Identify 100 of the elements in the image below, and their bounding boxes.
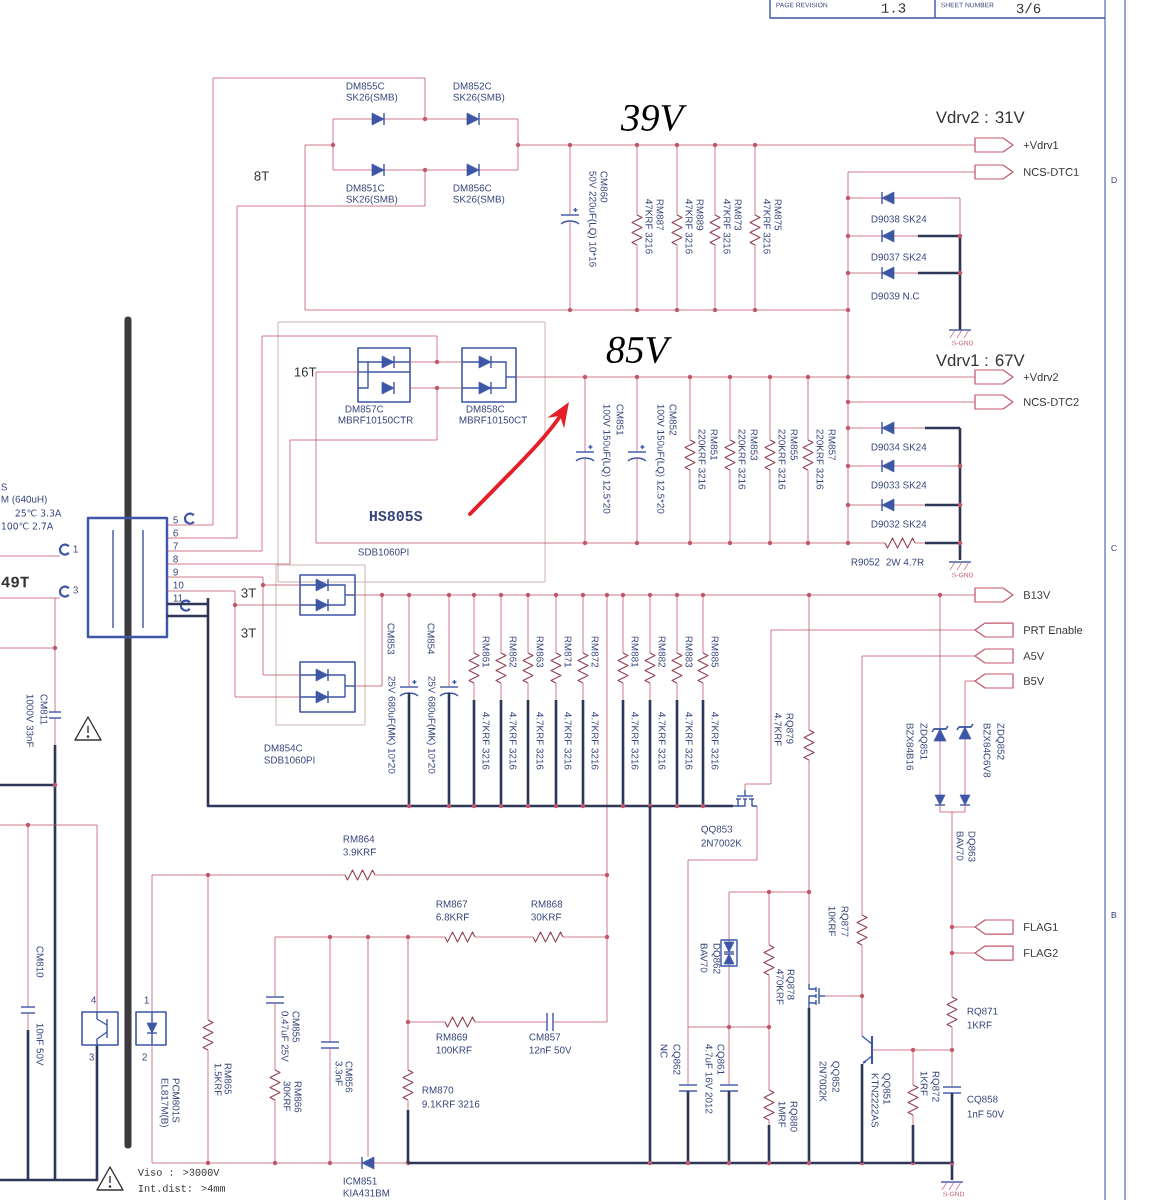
- component-label: RM867: [436, 900, 468, 908]
- component-label: RM853: [750, 429, 758, 461]
- component-label: QQ852: [830, 1061, 840, 1093]
- component-label: CQ861: [715, 1044, 725, 1075]
- component-label: D9039 N.C: [871, 292, 920, 300]
- component-label: RQ877: [839, 906, 849, 937]
- component-label: 30KRF: [283, 1081, 291, 1112]
- component-label: RM851: [710, 429, 718, 461]
- component-label: BZX84B16: [906, 723, 914, 771]
- component-label: D9038 SK24: [871, 215, 927, 223]
- component-label: 4.7KRF 3216: [536, 712, 544, 770]
- component-label: 4.7KRF 3216: [591, 712, 599, 770]
- component-label: 2W 4.7R: [886, 558, 924, 566]
- handwritten-note: 39V: [620, 104, 687, 132]
- pin-number: 8: [173, 555, 178, 563]
- port-flag: FLAG2: [974, 945, 1058, 961]
- pin-number: 10: [173, 581, 184, 589]
- component-label: RQ880: [788, 1101, 798, 1132]
- component-label: RM857: [828, 429, 836, 461]
- component-label: S: [1, 483, 7, 491]
- component-label: 30KRF: [531, 913, 562, 921]
- component-label: RM872: [591, 636, 599, 668]
- component-label: QQ851: [881, 1073, 891, 1105]
- component-label: 12nF 50V: [529, 1046, 572, 1054]
- pin-number: 1: [144, 996, 149, 1004]
- component-label: 1nF 50V: [967, 1110, 1005, 1118]
- component-label: RM881: [631, 636, 639, 668]
- component-label: RM889: [696, 199, 704, 231]
- frame-letter: C: [1111, 544, 1117, 552]
- component-label: DM855C: [346, 82, 385, 90]
- component-label: 220KRF 3216: [816, 429, 824, 490]
- pin-number: 3: [89, 1053, 94, 1061]
- component-label: 100V 150uF(LQ) 12.5*20: [655, 404, 665, 514]
- component-label: 4.7KRF 3216: [509, 712, 517, 770]
- node-label: PRT Enable: [1024, 625, 1083, 635]
- component-label: RM855: [790, 429, 798, 461]
- component-label: 4.7KRF 3216: [564, 712, 572, 770]
- component-label: 50V 220uF(LQ) 10*16: [587, 171, 597, 267]
- port-flag: +Vdrv2: [974, 369, 1059, 385]
- component-label: RM873: [734, 199, 742, 231]
- port-flag: B5V: [974, 673, 1045, 689]
- handwritten-note: 85V: [606, 336, 672, 364]
- component-label: 1KRF: [967, 1021, 992, 1029]
- component-label: 1MRF: [778, 1101, 786, 1128]
- component-label: ZDQ852: [995, 723, 1005, 760]
- component-label: RM863: [536, 636, 544, 668]
- component-label: DM856C: [453, 184, 492, 192]
- component-label: D9037 SK24: [871, 253, 927, 261]
- component-label: NC: [660, 1044, 668, 1058]
- component-label: 9.1KRF 3216: [422, 1100, 480, 1108]
- component-label: RM869: [436, 1033, 468, 1041]
- component-label: 2N7002K: [819, 1061, 827, 1102]
- component-label: RM882: [658, 636, 666, 668]
- component-label: RM866: [294, 1081, 302, 1113]
- pin-number: 11: [173, 594, 183, 602]
- frame-letter: D: [1111, 177, 1117, 183]
- component-label: 47KRF 3216: [685, 199, 693, 254]
- component-label: 6.8KRF: [436, 913, 469, 921]
- component-label: SDB1060PI: [264, 756, 315, 764]
- component-label: RM861: [482, 636, 490, 668]
- port-flag: PRT Enable: [974, 622, 1083, 638]
- component-label: RQ872: [930, 1071, 940, 1102]
- component-label: RQ879: [784, 713, 794, 744]
- component-label: CQ858: [967, 1095, 998, 1105]
- component-label: RM875: [774, 199, 782, 231]
- component-label: 0.47uF 25V: [281, 1011, 289, 1062]
- component-label: DM858C: [466, 405, 505, 413]
- node-label: FLAG1: [1024, 923, 1058, 931]
- component-label: 47KRF 3216: [763, 199, 771, 254]
- voltage-note: Vdrv1 : 67V: [935, 353, 1025, 367]
- component-label: 4.7uF 16V 2012: [705, 1044, 713, 1114]
- component-label: CM811: [40, 694, 48, 725]
- heatsink-label: HS805S: [369, 510, 423, 522]
- component-label: 1KRF: [920, 1071, 928, 1096]
- component-label: 25V 680uF(MK) 10*20: [386, 676, 396, 774]
- component-label: 4.7KRF 3216: [482, 712, 490, 770]
- voltage-note: Vdrv2 : 31V: [935, 110, 1025, 124]
- component-label: CM854: [427, 623, 435, 655]
- component-label: BAV70: [956, 831, 964, 861]
- component-label: CM860: [600, 171, 608, 203]
- component-label: RM885: [711, 636, 719, 668]
- component-label: SK26(SMB): [346, 195, 398, 205]
- component-label: KTN2222AS: [871, 1073, 879, 1128]
- pin-number: 1: [73, 545, 78, 553]
- component-label: RQ871: [967, 1007, 998, 1017]
- node-label: +Vdrv1: [1023, 140, 1059, 150]
- port-flag: A5V: [974, 648, 1045, 664]
- component-label: PCM801S: [172, 1078, 180, 1123]
- node-label: NCS-DTC2: [1024, 398, 1079, 406]
- component-label: SDB1060PI: [358, 548, 409, 556]
- node-label: B5V: [1024, 677, 1045, 685]
- component-label: 47KRF 3216: [723, 199, 731, 254]
- pin-number: 4: [91, 996, 97, 1004]
- winding-label: 49T: [1, 576, 29, 588]
- component-label: M (640uH): [1, 495, 47, 505]
- component-label: RM871: [564, 636, 572, 668]
- pin-number: 9: [173, 568, 178, 576]
- rating-label: 100℃ 2.7A: [1, 522, 54, 530]
- component-label: DM857C: [345, 405, 384, 413]
- component-label: BZX84C6V8: [983, 723, 991, 778]
